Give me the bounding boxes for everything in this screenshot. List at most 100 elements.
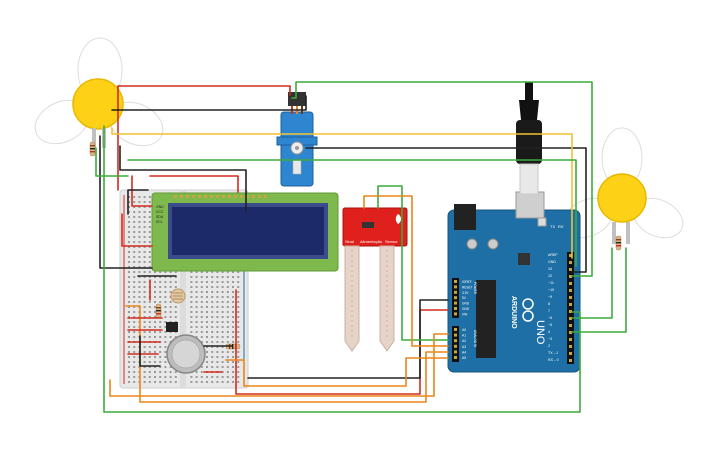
breadboard-hole: [237, 271, 240, 273]
breadboard-hole: [148, 381, 151, 383]
resistor[interactable]: [615, 235, 622, 251]
digital-pin[interactable]: [569, 352, 572, 355]
breadboard-hole: [133, 316, 136, 318]
digital-pin[interactable]: [569, 268, 572, 271]
digital-pin[interactable]: [569, 254, 572, 257]
power-pin-label: 3.3V: [462, 291, 469, 295]
reset-button[interactable]: [537, 217, 547, 227]
analog-pin[interactable]: [454, 333, 457, 337]
resistor[interactable]: [89, 141, 96, 157]
servo-motor[interactable]: [276, 92, 318, 187]
breadboard-hole: [143, 311, 146, 313]
breadboard-hole: [164, 356, 167, 358]
digital-pin[interactable]: [569, 261, 572, 264]
breadboard-hole: [128, 196, 130, 198]
breadboard-hole: [221, 366, 224, 368]
soil-moisture-sensor[interactable]: Sinal Alimentação Sensor: [342, 207, 408, 352]
breadboard-hole: [143, 376, 146, 378]
digital-pin[interactable]: [569, 310, 572, 313]
breadboard-hole: [164, 301, 167, 303]
power-pin-label: RESET: [462, 285, 473, 289]
breadboard-hole: [195, 311, 198, 313]
transistor[interactable]: [166, 322, 178, 332]
breadboard-hole: [226, 336, 229, 338]
breadboard-hole: [133, 356, 136, 358]
digital-pin-label: 2: [548, 344, 550, 348]
lcd-display[interactable]: GND VCC SDA SCL: [151, 192, 339, 272]
light-bulb-left[interactable]: [28, 37, 170, 154]
power-pin[interactable]: [454, 307, 457, 310]
power-pin[interactable]: [454, 280, 457, 283]
breadboard-hole: [138, 261, 141, 263]
breadboard-hole: [143, 216, 146, 218]
power-pin[interactable]: [454, 285, 457, 289]
digital-pin[interactable]: [569, 359, 572, 362]
breadboard-hole: [143, 266, 146, 268]
breadboard-hole: [128, 246, 130, 248]
wire-green: [377, 185, 449, 341]
power-pin[interactable]: [454, 296, 457, 300]
breadboard-hole: [143, 371, 146, 373]
digital-pin[interactable]: [569, 296, 572, 299]
digital-pin[interactable]: [569, 338, 572, 341]
power-pin[interactable]: [454, 290, 457, 294]
arduino-uno-board[interactable]: ARDUINO UNO TX RX AREFGND1312~11~10~987~…: [447, 191, 581, 373]
breadboard-hole: [190, 306, 193, 308]
resistor-band: [156, 313, 161, 315]
breadboard-hole: [128, 316, 130, 318]
breadboard-hole: [143, 306, 146, 308]
digital-pin[interactable]: [569, 275, 572, 278]
photoresistor[interactable]: [170, 288, 186, 304]
breadboard-hole: [169, 286, 172, 288]
breadboard-hole: [169, 376, 172, 378]
wire-orange: [225, 357, 449, 387]
breadboard-hole: [169, 316, 172, 318]
breadboard-hole: [190, 376, 193, 378]
resistor[interactable]: [155, 303, 162, 319]
digital-pin[interactable]: [569, 303, 572, 306]
breadboard-hole: [190, 286, 193, 288]
gas-sensor[interactable]: [166, 334, 206, 374]
power-pin[interactable]: [454, 312, 457, 316]
breadboard-hole: [143, 206, 146, 208]
breadboard-hole: [211, 271, 214, 273]
power-pin[interactable]: [454, 301, 457, 305]
breadboard-hole: [148, 201, 151, 203]
analog-pin[interactable]: [454, 339, 457, 343]
breadboard-hole: [133, 256, 136, 258]
breadboard-hole: [128, 256, 130, 258]
digital-pin[interactable]: [569, 282, 572, 285]
breadboard-hole: [154, 291, 156, 293]
usb-port: [515, 191, 545, 219]
breadboard-hole: [138, 221, 141, 223]
wire-green: [303, 81, 593, 277]
breadboard-hole: [169, 301, 172, 303]
breadboard-hole: [148, 371, 151, 373]
lcd-header-pin: [246, 195, 249, 198]
analog-pin[interactable]: [454, 328, 457, 331]
wire-red: [149, 175, 239, 193]
breadboard-hole: [164, 346, 167, 348]
breadboard-hole: [133, 261, 136, 263]
digital-pin[interactable]: [569, 331, 572, 334]
digital-pin[interactable]: [569, 345, 572, 348]
breadboard-hole: [226, 326, 229, 328]
digital-pin[interactable]: [569, 324, 572, 327]
analog-pin[interactable]: [454, 350, 457, 354]
breadboard-hole: [206, 366, 208, 368]
digital-pin-label: ~3: [548, 337, 552, 341]
digital-pin[interactable]: [569, 289, 572, 292]
analog-pin[interactable]: [454, 356, 457, 359]
breadboard-hole: [174, 311, 177, 313]
breadboard-hole: [128, 331, 130, 333]
breadboard-hole: [133, 211, 136, 213]
breadboard-hole: [148, 301, 151, 303]
analog-pin[interactable]: [454, 344, 457, 348]
breadboard-hole: [232, 351, 234, 353]
digital-pin[interactable]: [569, 317, 572, 320]
dc-power-plug[interactable]: [516, 82, 542, 195]
breadboard-hole: [159, 336, 162, 338]
breadboard-hole: [164, 286, 167, 288]
breadboard-hole: [211, 281, 214, 283]
breadboard-hole: [206, 376, 208, 378]
